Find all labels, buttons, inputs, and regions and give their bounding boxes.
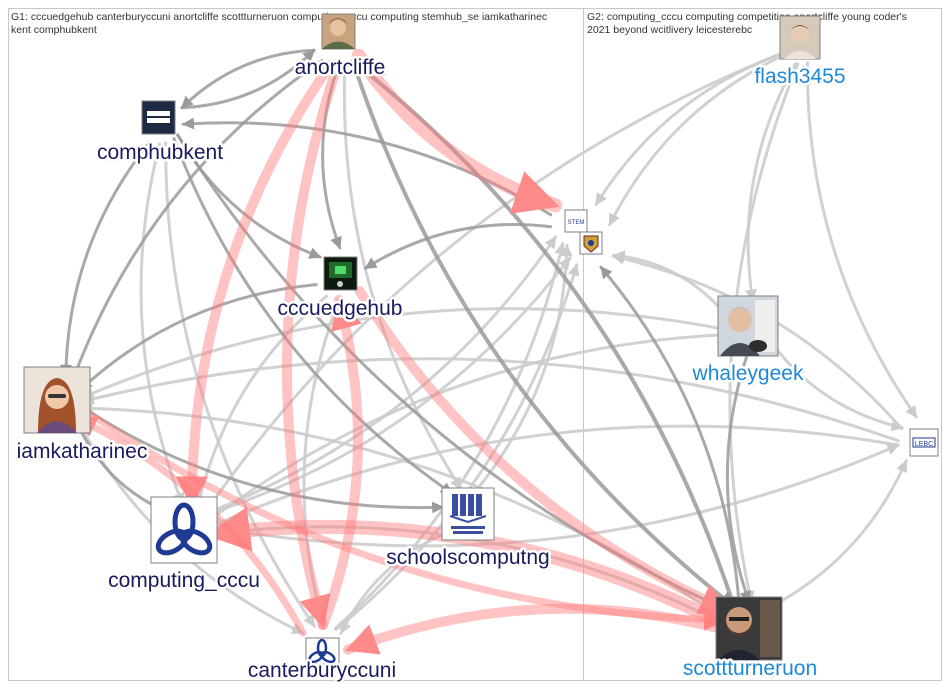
lebc-logo-icon: LEBC <box>910 429 938 456</box>
node-label-schoolscomputng: schoolscomputng <box>386 546 549 569</box>
cccu-knot-logo-icon <box>151 497 217 563</box>
person-photo-icon <box>24 367 90 433</box>
node-label-cccuedgehub: cccuedgehub <box>278 297 403 320</box>
node-flash3455[interactable]: flash3455 flash3455 <box>754 16 847 90</box>
group-title-g1-line2: kent comphubkent <box>11 24 97 36</box>
edge-scottturneruon-to-canterburyccuni <box>348 609 723 650</box>
node-label-scottturneruon: scottturneruon <box>683 657 817 680</box>
node-leicesterebc[interactable]: LEBC <box>910 429 938 456</box>
node-anortcliffe[interactable]: anortcliffe anortcliffe <box>295 14 388 81</box>
person-photo-icon <box>780 16 820 59</box>
person-photo-icon <box>322 14 355 49</box>
node-computing_cccu[interactable]: computing_cccu computing_cccu <box>108 497 262 594</box>
edge-computing_cccu-to-stemhub_se <box>204 237 555 514</box>
lebc-logo-mark: LEBC <box>915 441 933 448</box>
group-title-g2-line1: G2: computing_cccu computing competition… <box>587 11 907 23</box>
group-title-g2-line2: 2021 beyond wcitlivery leicesterebc <box>587 24 752 36</box>
edge-flash3455-to-leicesterebc <box>808 63 917 417</box>
edge-stemhub_se-to-comphubkent <box>183 123 551 215</box>
comphub-logo-icon <box>142 101 175 134</box>
node-iamkatharinec[interactable]: iamkatharinec iamkatharinec <box>17 367 150 465</box>
group-title-g1-line1: G1: cccuedgehub canterburyccuni anortcli… <box>11 11 547 23</box>
node-label-flash3455: flash3455 <box>754 65 845 88</box>
node-label-computing_cccu: computing_cccu <box>108 569 260 592</box>
node-label-anortcliffe: anortcliffe <box>295 56 386 79</box>
edge-scottturneruon-to-leicesterebc <box>767 461 906 609</box>
edge-anortcliffe-to-stemhub_se <box>359 56 556 206</box>
node-comphubkent[interactable]: comphubkent comphubkent <box>97 101 225 166</box>
node-label-canterburyccuni: canterburyccuni <box>248 659 396 682</box>
node-whaleygeek[interactable]: whaleygeek whaleygeek <box>692 296 806 387</box>
edge-stemhub_se-to-cccuedgehub <box>365 224 550 268</box>
edge-flash3455-to-whaleygeek <box>748 64 795 301</box>
node-label-iamkatharinec: iamkatharinec <box>17 440 148 463</box>
node-label-whaleygeek: whaleygeek <box>692 362 804 385</box>
node-crest[interactable] <box>580 232 602 254</box>
stem-logo-mark: STEM <box>568 220 585 226</box>
circuit-board-icon <box>324 257 357 290</box>
edge-comphubkent-to-iamkatharinec <box>66 143 149 376</box>
stem-logo-icon: STEM <box>565 210 587 232</box>
node-stemhub_se[interactable]: STEM <box>565 210 587 232</box>
person-photo-icon <box>716 597 782 660</box>
node-label-comphubkent: comphubkent <box>97 141 223 164</box>
person-photo-icon <box>718 296 778 356</box>
schools-computing-logo-icon <box>442 488 494 540</box>
crest-logo-icon <box>580 232 602 254</box>
